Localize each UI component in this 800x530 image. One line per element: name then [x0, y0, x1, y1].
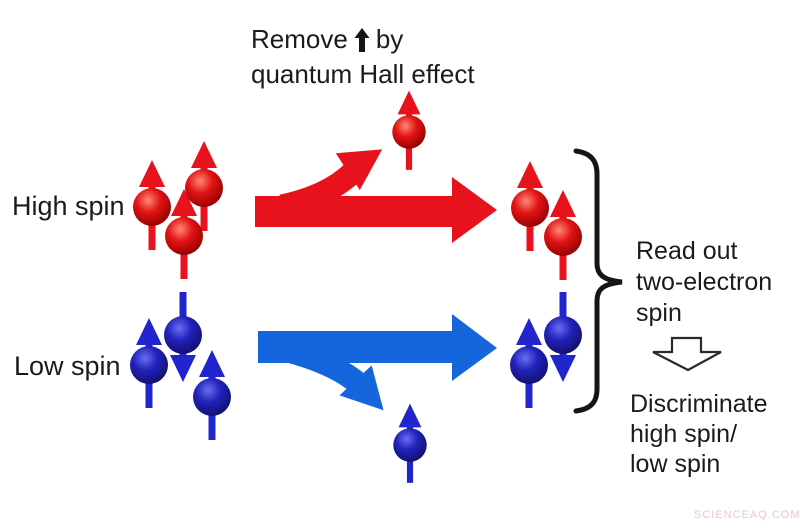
high-spin-label: High spin: [12, 191, 125, 221]
low-spin-readout-electron-1-icon: [510, 318, 548, 408]
removed-up-electron-icon: [392, 90, 426, 170]
low-spin-electron-3-icon: [193, 350, 231, 440]
top-note-by: by: [375, 24, 404, 54]
discriminate-text: Discriminate high spin/ low spin: [630, 389, 768, 479]
top-note-line-1: Remove by: [251, 22, 475, 57]
readout-line-3: spin: [636, 299, 682, 327]
red-branch-arrowhead: [335, 149, 383, 191]
up-arrow-icon: [354, 27, 370, 52]
high-spin-electron-1-icon: [133, 160, 171, 250]
low-spin-label: Low spin: [14, 351, 121, 381]
electrons-layer: [130, 90, 582, 483]
brace: [573, 148, 623, 414]
watermark: SCIENCEAQ.COM: [694, 509, 800, 521]
readout-line-2: two-electron: [636, 268, 773, 296]
removed-down-branch-electron-icon: [393, 403, 427, 483]
red-flow-arrow: [255, 149, 497, 243]
high-spin-electron-3-icon: [165, 189, 203, 279]
readout-text: Read out two-electron spin: [636, 236, 772, 329]
red-main-arrow: [255, 177, 497, 243]
discriminate-line-2: high spin/: [630, 420, 738, 448]
blue-branch-arrowhead: [339, 365, 384, 411]
down-outline-arrow: [652, 336, 722, 372]
blue-main-arrow: [258, 314, 497, 381]
top-note-line-2: quantum Hall effect: [251, 59, 475, 89]
top-note: Remove by quantum Hall effect: [251, 22, 475, 92]
discriminate-line-3: low spin: [630, 450, 721, 478]
high-spin-readout-electron-2-icon: [544, 190, 582, 280]
readout-line-1: Read out: [636, 237, 738, 265]
high-spin-readout-electron-1-icon: [511, 161, 549, 251]
high-spin-electron-2-icon: [185, 141, 223, 231]
top-note-remove: Remove: [251, 24, 348, 54]
low-spin-electron-2-icon: [164, 292, 202, 382]
low-spin-electron-1-icon: [130, 318, 168, 408]
low-spin-readout-electron-2-icon: [544, 292, 582, 382]
discriminate-line-1: Discriminate: [630, 390, 768, 418]
blue-flow-arrow: [258, 314, 497, 411]
